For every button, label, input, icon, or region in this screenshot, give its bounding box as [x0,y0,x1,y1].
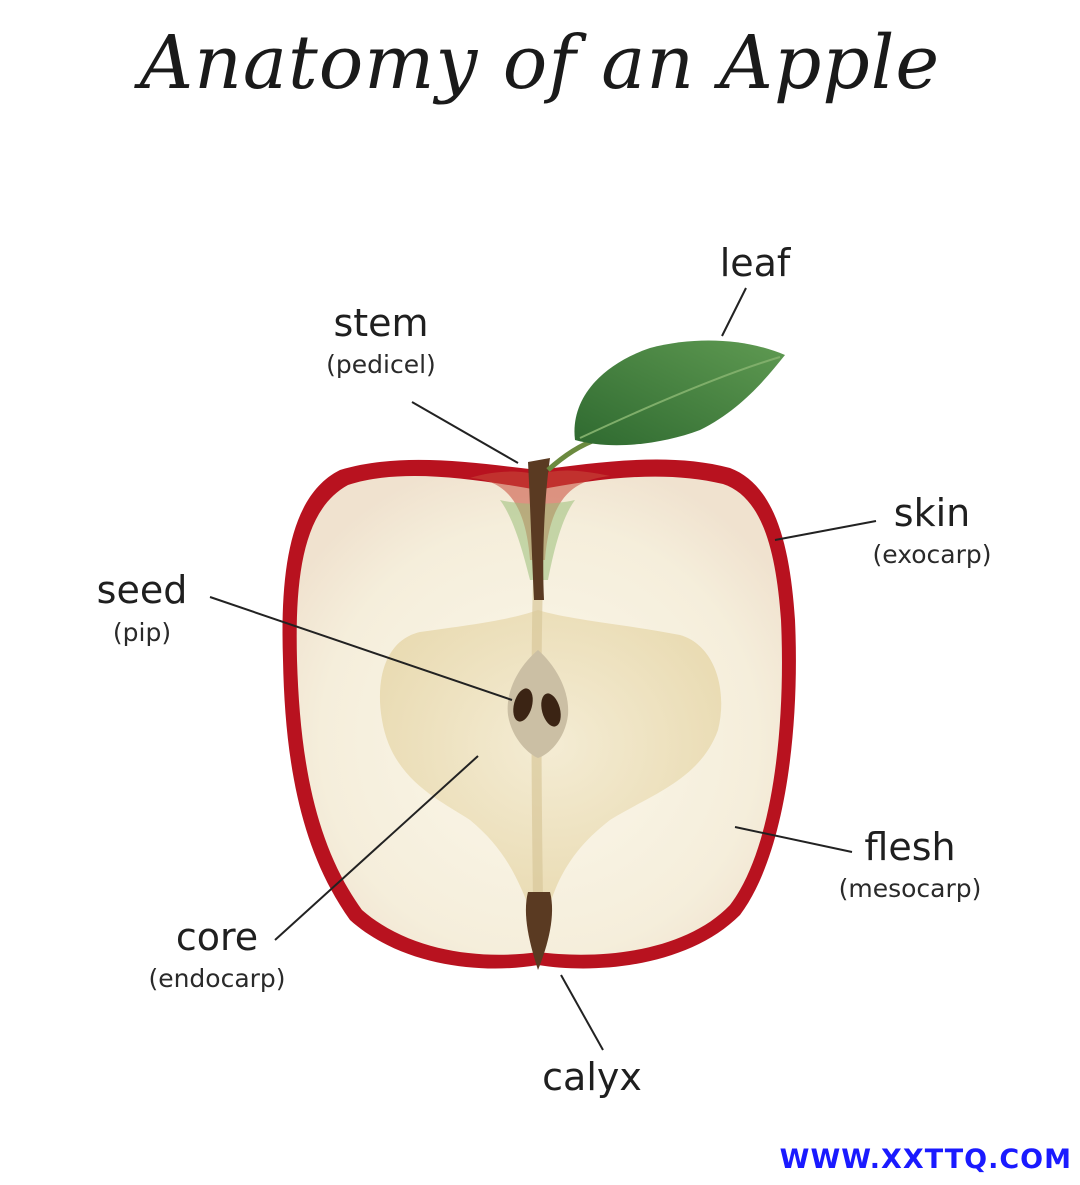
skin-sublabel: (exocarp) [873,540,992,569]
page-title: Anatomy of an Apple [134,20,940,106]
skin-label: skin [894,491,970,535]
seed-right [541,693,561,727]
stem-label: stem [333,301,428,345]
stem-leader [411,401,519,464]
seed-sublabel: (pip) [113,618,171,647]
apple-calyx [525,892,553,970]
stem-sublabel: (pedicel) [326,350,436,379]
flesh-leader [734,826,853,853]
leaf-leader [721,287,747,337]
leaf-midrib [579,356,781,439]
skin-leader [774,520,877,541]
flesh-label: flesh [864,825,955,869]
seed-label: seed [97,568,188,612]
apple-stem [528,458,550,600]
apple-illustration [282,340,796,970]
seed-leader [209,596,513,701]
core-leader [274,755,479,941]
watermark-text: WWW.XXTTQ.COM [779,1144,1072,1175]
seed-left [513,688,533,722]
core-sublabel: (endocarp) [148,964,285,993]
core-label: core [176,915,258,959]
flesh-sublabel: (mesocarp) [839,874,982,903]
calyx-label: calyx [542,1055,642,1099]
leaf-label: leaf [720,241,792,285]
seed-cavity [507,650,569,758]
calyx-leader [560,974,604,1051]
